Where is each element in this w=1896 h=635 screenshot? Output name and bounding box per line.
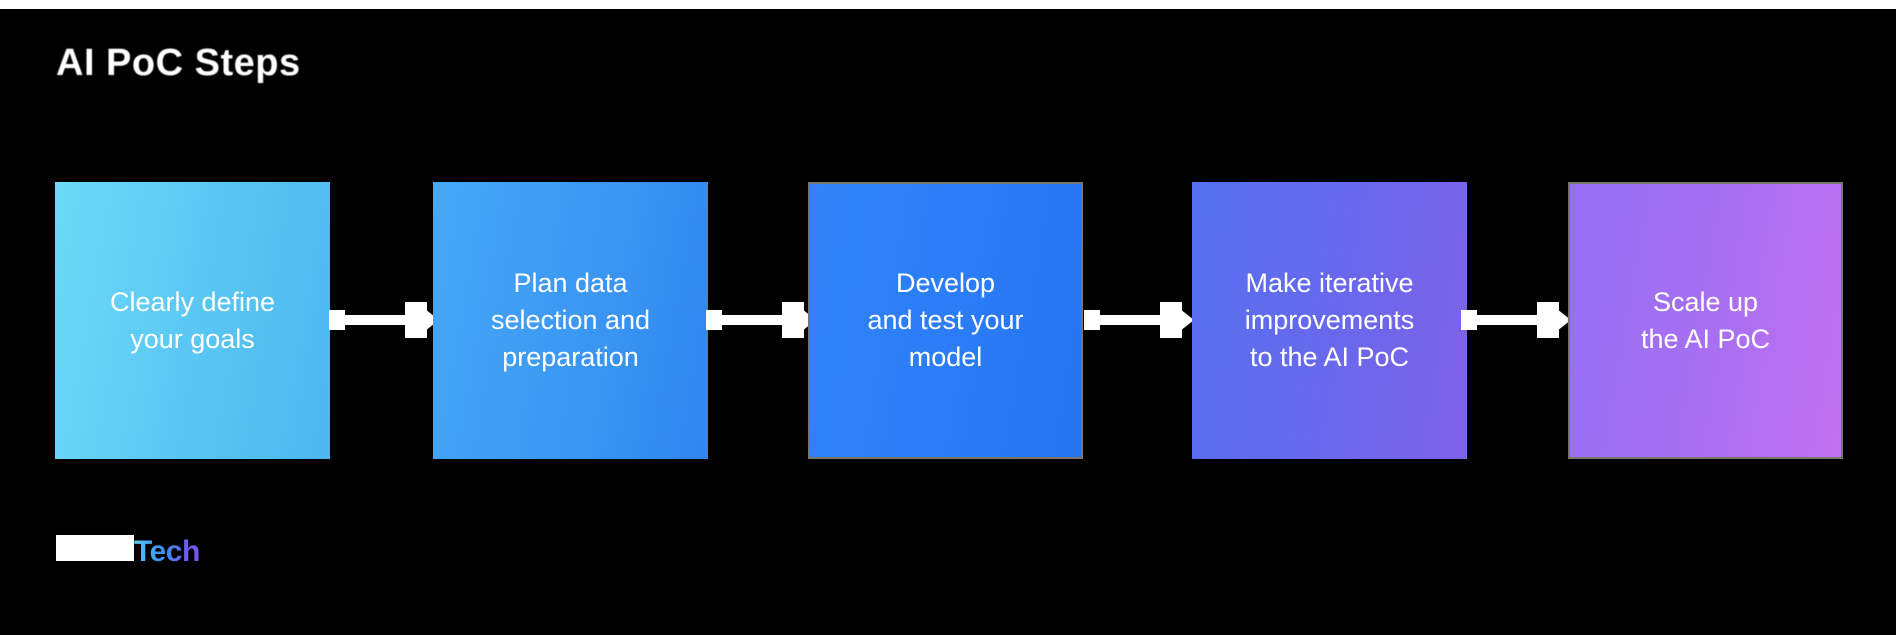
arrow-head-block — [405, 302, 427, 338]
flow-connector-1-2 — [329, 300, 439, 340]
top-edge-strip — [0, 0, 1896, 9]
arrow-head-block — [782, 302, 804, 338]
arrow-right-icon — [1180, 309, 1194, 331]
logo-mark-redacted — [56, 535, 134, 561]
arrow-shaft — [706, 315, 798, 325]
flow-step-1[interactable]: Clearly define your goals — [55, 182, 330, 459]
flow-step-1-label: Clearly define your goals — [109, 286, 276, 354]
brand-logo: Tech — [56, 535, 200, 569]
flow-step-3-label: Develop and test your model — [867, 268, 1024, 372]
flow-connector-3-4 — [1084, 300, 1194, 340]
flow-step-5[interactable]: Scale up the AI PoC — [1568, 182, 1843, 459]
page-title: AI PoC Steps — [56, 42, 301, 84]
flow-step-4-label: Make iterative improvements to the AI Po… — [1244, 268, 1415, 372]
arrow-shaft — [1084, 315, 1176, 325]
flow-connector-2-3 — [706, 300, 816, 340]
flow-connector-4-5 — [1461, 300, 1571, 340]
arrow-head-block — [1160, 302, 1182, 338]
flow-step-2[interactable]: Plan data selection and preparation — [433, 182, 708, 459]
process-flow: Clearly define your goals Plan data sele… — [0, 182, 1896, 462]
arrow-head-block — [1537, 302, 1559, 338]
arrow-right-icon — [1557, 309, 1571, 331]
logo-wordmark: Tech — [134, 535, 200, 568]
flow-step-2-label: Plan data selection and preparation — [490, 268, 651, 372]
arrow-shaft — [1461, 315, 1553, 325]
flow-step-3[interactable]: Develop and test your model — [808, 182, 1083, 459]
flow-step-4[interactable]: Make iterative improvements to the AI Po… — [1192, 182, 1467, 459]
arrow-shaft — [329, 315, 421, 325]
flow-step-5-label: Scale up the AI PoC — [1640, 286, 1771, 354]
